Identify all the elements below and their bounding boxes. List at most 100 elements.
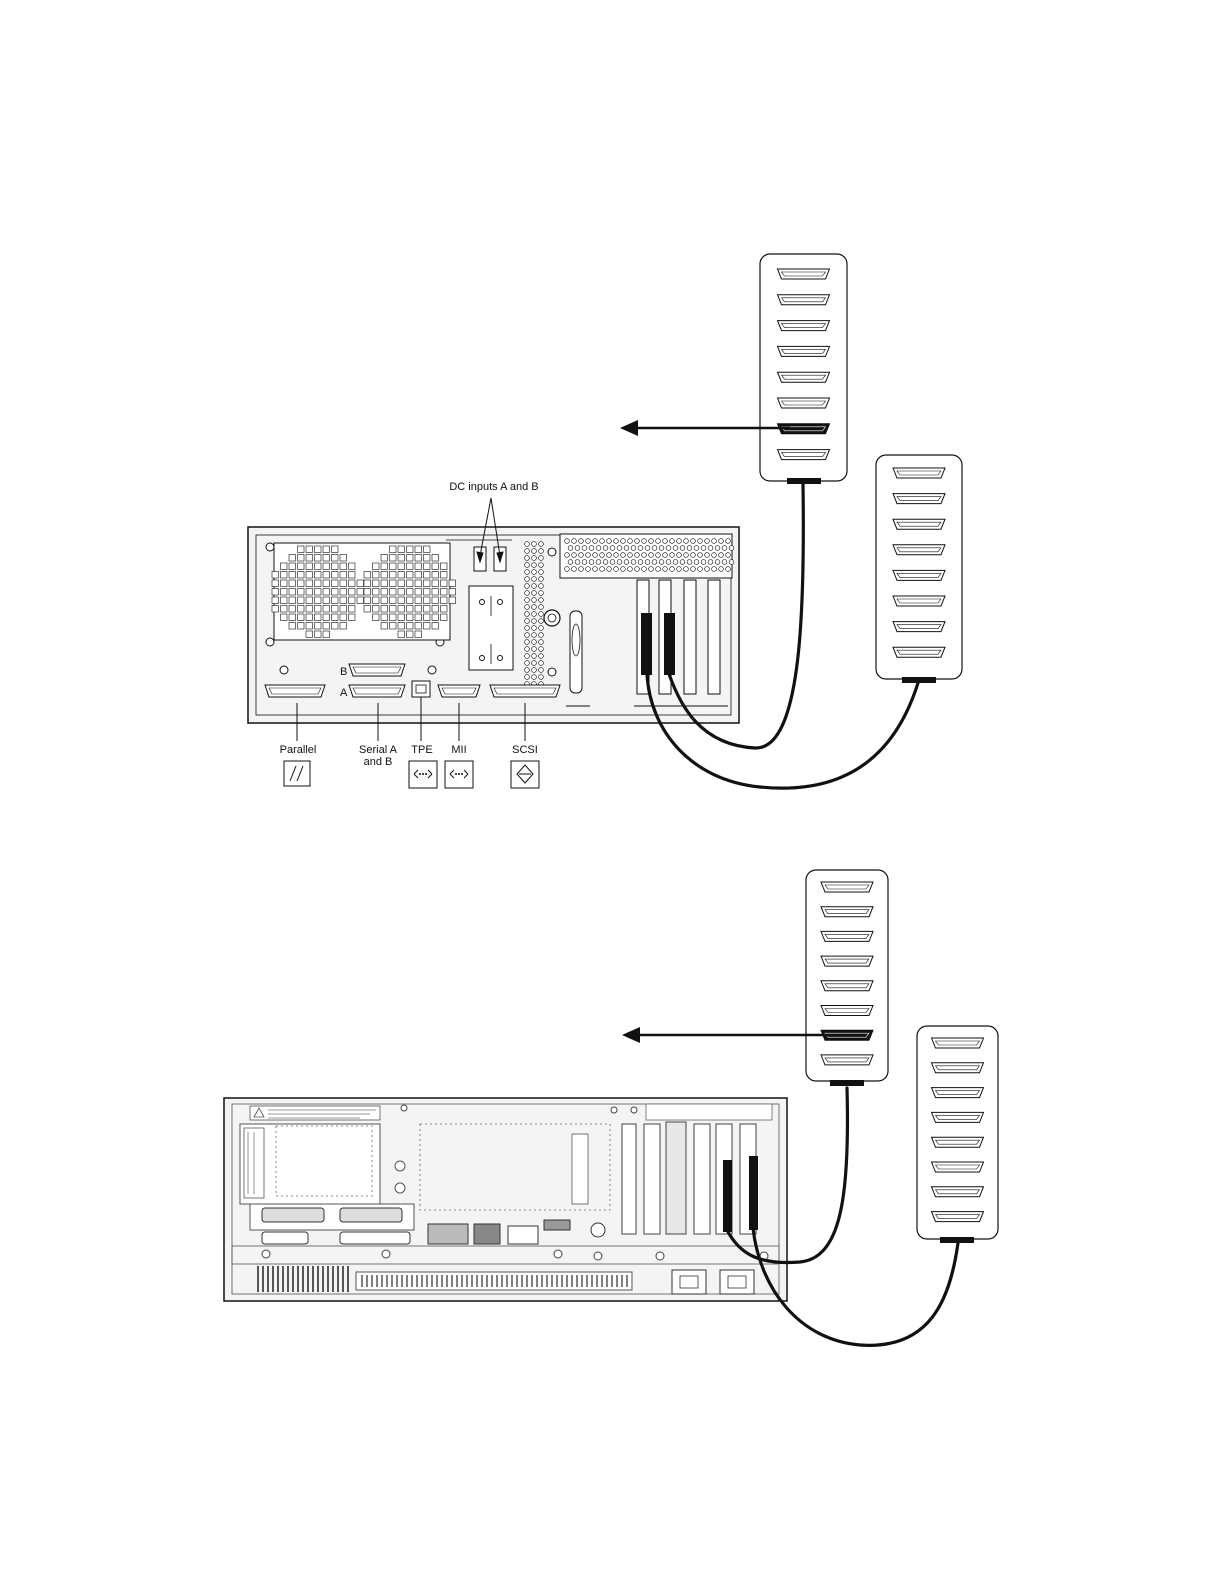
grille-cell <box>357 589 364 596</box>
grille-cell <box>398 580 405 587</box>
grille-cell <box>315 546 322 553</box>
grille-cell <box>415 563 422 570</box>
serial-label-line1: Serial A <box>359 744 398 756</box>
plate-hole <box>684 539 689 544</box>
server-rear-panel-top <box>248 527 739 723</box>
grille-cell <box>364 597 371 604</box>
port-a-label: A <box>340 687 348 699</box>
plate-hole <box>705 539 710 544</box>
plate-hole <box>663 567 668 572</box>
plate-hole <box>642 553 647 558</box>
vent-hole <box>539 584 544 589</box>
grille-cell <box>306 614 313 621</box>
grille-cell <box>415 614 422 621</box>
grille-cell <box>281 614 288 621</box>
plate-hole <box>691 553 696 558</box>
dsub-connector <box>778 372 830 382</box>
grille-cell <box>315 597 322 604</box>
fan-grille <box>272 543 456 640</box>
grille-cell <box>332 606 339 613</box>
vent-hole <box>525 675 530 680</box>
plate-hole <box>628 567 633 572</box>
plate-hole <box>579 553 584 558</box>
plate-hole <box>579 539 584 544</box>
grille-cell <box>323 597 330 604</box>
grille-cell <box>407 614 414 621</box>
parallel-port-icon <box>284 761 310 786</box>
grille-cell <box>289 606 296 613</box>
vent-hole <box>532 598 537 603</box>
plate-hole <box>677 553 682 558</box>
plate-hole <box>579 567 584 572</box>
plate-hole <box>635 553 640 558</box>
grille-cell <box>315 606 322 613</box>
plate-hole <box>719 567 724 572</box>
power-supply-module <box>469 586 513 670</box>
grille-cell <box>441 614 448 621</box>
dsub-connector <box>932 1038 984 1048</box>
plate-hole <box>589 560 594 565</box>
vent-hole <box>539 640 544 645</box>
grille-cell <box>373 597 380 604</box>
grille-cell <box>315 580 322 587</box>
vent-hole <box>539 619 544 624</box>
vent-hole <box>525 591 530 596</box>
plate-hole <box>617 546 622 551</box>
grille-cell <box>407 606 414 613</box>
parallel-label: Parallel <box>280 744 317 756</box>
dsub-connector <box>932 1112 984 1122</box>
vent-hole <box>525 654 530 659</box>
grille-cell <box>424 597 431 604</box>
dsub-connector <box>778 295 830 305</box>
plate-hole <box>617 560 622 565</box>
plate-hole <box>624 560 629 565</box>
vent-hole <box>532 668 537 673</box>
grille-cell <box>349 563 356 570</box>
grille-cell <box>373 572 380 579</box>
vent-hole <box>532 563 537 568</box>
vent-hole <box>532 584 537 589</box>
dsub-connector <box>893 545 945 555</box>
plate-hole <box>565 539 570 544</box>
grille-cell <box>306 555 313 562</box>
grille-cell <box>289 597 296 604</box>
grille-cell <box>407 546 414 553</box>
grille-cell <box>289 614 296 621</box>
grille-cell <box>357 597 364 604</box>
grille-cell <box>340 572 347 579</box>
grille-cell <box>407 580 414 587</box>
plate-hole <box>701 560 706 565</box>
grille-cell <box>449 580 456 587</box>
grille-cell <box>415 623 422 630</box>
grille-cell <box>272 572 279 579</box>
plate-hole <box>708 546 713 551</box>
grille-cell <box>298 572 305 579</box>
plate-hole <box>607 553 612 558</box>
plate-hole <box>694 546 699 551</box>
grille-cell <box>390 597 397 604</box>
plate-hole <box>575 546 580 551</box>
plate-hole <box>621 567 626 572</box>
vent-hole <box>525 612 530 617</box>
grille-cell <box>381 572 388 579</box>
grille-cell <box>415 546 422 553</box>
plate-hole <box>565 567 570 572</box>
plate-hole <box>596 546 601 551</box>
grille-cell <box>432 597 439 604</box>
plate-hole <box>701 546 706 551</box>
dsub-connector <box>821 981 873 991</box>
grille-cell <box>398 606 405 613</box>
grille-cell <box>315 631 322 638</box>
grille-cell <box>432 606 439 613</box>
dsub-connector <box>893 519 945 529</box>
plate-hole <box>607 567 612 572</box>
grille-cell <box>364 572 371 579</box>
plate-hole <box>610 560 615 565</box>
vent-hole <box>525 626 530 631</box>
grille-cell <box>407 623 414 630</box>
plate-hole <box>677 539 682 544</box>
grille-cell <box>272 580 279 587</box>
plate-hole <box>614 567 619 572</box>
vent-hole <box>532 633 537 638</box>
plate-hole <box>729 560 734 565</box>
